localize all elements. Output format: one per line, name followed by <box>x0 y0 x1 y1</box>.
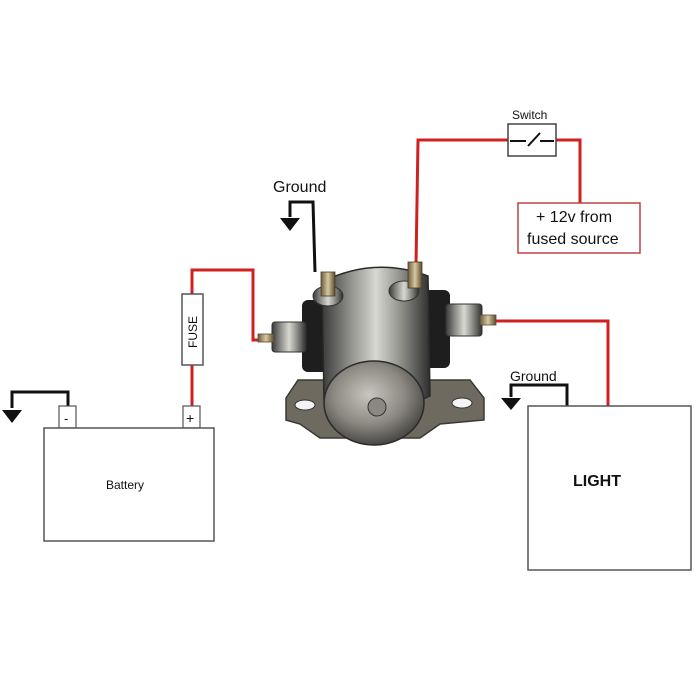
solenoid-right-stud-nut <box>445 303 483 337</box>
wire-switch-to-source <box>554 138 582 205</box>
fused-source-box <box>517 202 641 254</box>
fuse-component: FUSE <box>181 293 204 366</box>
fused-source-component: + 12v from fused source <box>517 202 641 254</box>
starter-solenoid <box>257 261 497 446</box>
wire-battery-ground <box>10 390 70 408</box>
ground-wires <box>10 200 569 408</box>
wire-light-ground <box>509 383 569 408</box>
switch-label: Switch <box>512 108 547 122</box>
battery-plus-label: + <box>186 410 194 426</box>
fuse-body <box>181 293 204 366</box>
ground-symbols <box>2 218 521 423</box>
mount-hole-right <box>451 397 473 409</box>
fused-source-line1: + 12v from <box>536 209 612 226</box>
solenoid-small-terminal-left <box>320 271 336 297</box>
fused-source-line2: fused source <box>527 231 619 248</box>
light-label: LIGHT <box>573 473 621 490</box>
solenoid-small-terminal-right <box>407 261 423 289</box>
wire-solenoid-to-switch <box>414 138 510 267</box>
ground-icon <box>2 410 22 423</box>
wire-solenoid-to-light <box>490 319 610 408</box>
fuse-label: FUSE <box>186 316 200 348</box>
battery-body <box>43 427 215 542</box>
mount-hole-left <box>294 399 316 411</box>
solenoid-left-stud-nut <box>271 321 307 353</box>
wire-fuse-to-solenoid <box>190 268 264 342</box>
ground-icon <box>501 398 521 410</box>
ground-label-light: Ground <box>510 368 557 384</box>
switch-lever <box>527 132 541 147</box>
switch-component: Switch <box>507 108 557 157</box>
battery-component: - + Battery <box>43 405 215 542</box>
light-body <box>527 405 692 571</box>
wire-solenoid-ground <box>288 200 317 273</box>
battery-minus-label: - <box>64 411 68 426</box>
light-component: Ground LIGHT <box>510 368 692 571</box>
solenoid-left-stud <box>257 333 275 343</box>
solenoid-center-bolt <box>367 397 387 417</box>
battery-label: Battery <box>106 478 144 492</box>
ground-icon <box>280 218 300 231</box>
positive-wires <box>190 138 610 410</box>
ground-label-solenoid: Ground <box>273 179 326 196</box>
solenoid-right-stud <box>479 314 497 326</box>
